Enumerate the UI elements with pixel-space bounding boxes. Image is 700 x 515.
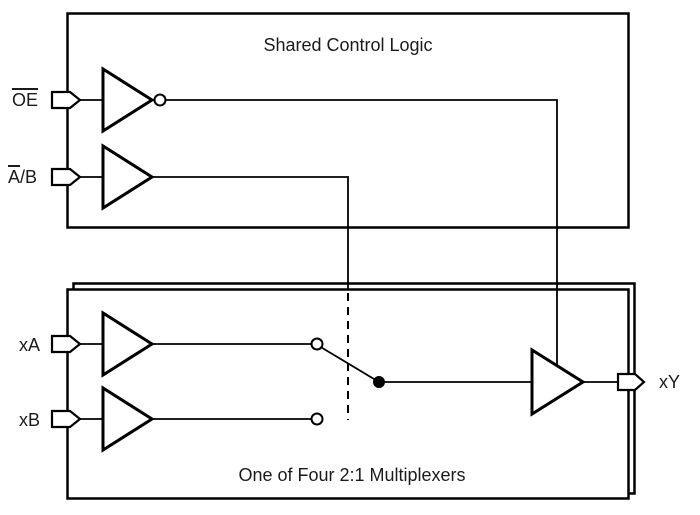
- xb-buffer-gate: [101, 385, 155, 453]
- xb-input-pin: [50, 409, 82, 429]
- oe-enable-line: [80, 99, 558, 370]
- xb-signal-label: xB: [19, 410, 41, 430]
- xy-output-pin: [616, 372, 646, 392]
- xa-contact-circle: [310, 337, 324, 351]
- oe-inverter-bubble: [153, 93, 167, 107]
- oe-input-pin: [50, 90, 82, 110]
- mux-title: One of Four 2:1 Multiplexers: [238, 465, 466, 485]
- ab-signal-label-rest: /B: [20, 167, 38, 187]
- ab-buffer-gate: [101, 143, 155, 211]
- switch-wiper-line: [321, 346, 380, 383]
- oe-signal-label-text: OE: [12, 90, 39, 110]
- ab-input-pin: [50, 167, 82, 187]
- oe-inverter-gate: [101, 66, 155, 134]
- xy-signal-label: xY: [659, 372, 681, 392]
- oe-signal-label: OE: [12, 91, 38, 109]
- ab-signal-label-barred: A: [8, 167, 21, 187]
- xa-input-pin: [50, 334, 82, 354]
- xa-buffer-gate: [101, 310, 155, 378]
- ab-signal-label: A/B: [8, 168, 37, 186]
- xa-signal-label: xA: [19, 335, 41, 355]
- junction-dot: [373, 376, 385, 388]
- shared-control-title: Shared Control Logic: [263, 35, 433, 55]
- xb-contact-circle: [310, 412, 324, 426]
- ab-select-line: [80, 176, 349, 290]
- output-buffer-gate: [530, 347, 586, 417]
